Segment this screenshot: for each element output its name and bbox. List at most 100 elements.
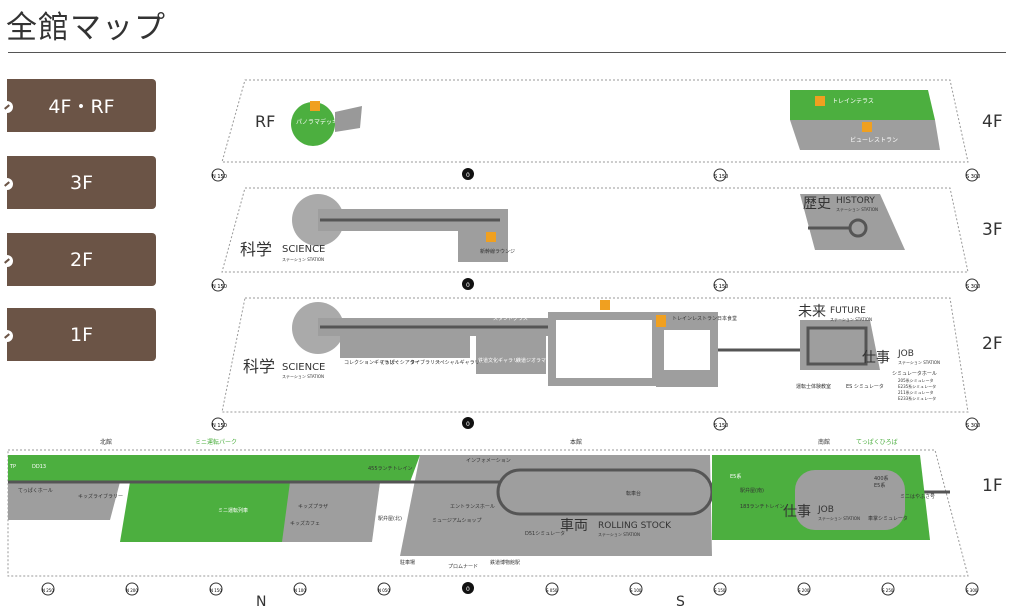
mini-hayabusa-label: ミニはやぶさ号 <box>900 493 935 500</box>
restaurant-inner <box>664 330 710 370</box>
floor-outline <box>221 297 969 413</box>
kids-plaza-area <box>282 482 380 542</box>
floor-button-4f-rf[interactable]: 4F・RF <box>1 79 156 132</box>
sim-list-item: 205系シミュレータ <box>898 377 934 383</box>
floor-label-4f: 4F <box>982 112 1003 132</box>
tick-label: S 150 <box>714 174 728 180</box>
panorama-deck-area <box>291 102 335 146</box>
station-label: ステーション STATION <box>836 206 878 212</box>
job-station-area <box>795 470 905 530</box>
sim-list-item: E235系シミュレータ <box>898 383 936 389</box>
floor-button-label: 3F <box>69 171 94 194</box>
floor-outline <box>7 449 969 577</box>
job-label: 仕事 <box>862 350 890 366</box>
title-divider <box>8 52 1006 53</box>
es-sim-label: ES シミュレータ <box>846 383 884 390</box>
zero-marker <box>462 417 474 429</box>
train-terrace-area <box>790 90 935 120</box>
diorama-label: 鉄道ジオラマ <box>516 357 546 364</box>
arrow-icon <box>1 178 13 190</box>
promenade-label: プロムナード <box>448 564 478 570</box>
floor-button-label: 4F・RF <box>48 96 115 118</box>
restaurant-icon <box>862 122 872 132</box>
floor-label-rf: RF <box>255 112 275 131</box>
science-en: SCIENCE <box>282 244 325 255</box>
floor-label-3f: 3F <box>982 220 1003 240</box>
view-restaurant-label: ビューレストラン <box>850 136 898 144</box>
history-en: HISTORY <box>836 196 875 206</box>
kids-plaza-label: キッズプラザ <box>298 503 328 510</box>
e5-label: E5系 <box>730 473 741 480</box>
outdoor-label: 鉄道博物館駅 <box>490 559 520 566</box>
job-en: JOB <box>817 505 834 515</box>
turntable-label: 転車台 <box>626 490 641 497</box>
teppaku-hall-label: てっぱくホール <box>18 487 53 494</box>
floor-button-1f[interactable]: 1F <box>1 308 156 361</box>
station-label: ステーション STATION <box>830 316 872 322</box>
south-platform-area <box>712 455 790 540</box>
mini-park-label: ミニ運転パーク <box>195 438 237 446</box>
main-hall-label: 本館 <box>570 438 582 446</box>
driver-room-label: 運転士体験教室 <box>796 383 831 390</box>
tick-label: N 150 <box>212 423 227 429</box>
tick-label: N 250 <box>42 588 54 593</box>
tick-label: N 050 <box>378 588 390 593</box>
tick-label: N 150 <box>212 284 227 290</box>
panorama-deck-label: パノラマデッキ <box>296 118 338 126</box>
lounge-area <box>458 230 508 262</box>
floor-1f: 北館 ミニ運転パーク 本館 南館 てっぱくひろば TP DD13 てっぱくホール… <box>7 438 979 610</box>
lounge-label: 新幹線ラウンジ <box>480 248 515 255</box>
tick-label: S 100 <box>630 588 642 593</box>
zero-marker <box>462 582 474 594</box>
d51-sim-label: D51シミュレータ <box>525 530 565 537</box>
station-label: ステーション STATION <box>818 515 860 521</box>
collection-gallery-label: コレクションギャラリー <box>344 360 399 366</box>
e5b-label: E5系 <box>874 482 885 489</box>
kids-library-label: キッズライブラリー <box>78 493 123 500</box>
tick-label: S 200 <box>798 588 810 593</box>
tick-label: S 050 <box>546 588 558 593</box>
main-hall-area <box>400 455 712 556</box>
entrance-label: エントランスホール <box>450 504 495 510</box>
spot-icon <box>486 232 496 242</box>
tp-label: TP <box>9 464 16 470</box>
tick-label: 0 <box>466 172 470 179</box>
station-label: ステーション STATION <box>282 373 324 379</box>
mini-train-label: ミニ運転列車 <box>218 507 248 514</box>
station-label: ステーション STATION <box>282 256 324 262</box>
arrow-icon <box>1 101 13 113</box>
museum-shop-label: ミュージアムショップ <box>432 518 482 524</box>
track-loop <box>848 218 868 238</box>
tick-label: S 150 <box>714 423 728 429</box>
south-direction: S <box>676 594 685 610</box>
tick-label: 0 <box>466 586 470 593</box>
science-label: 科学 <box>240 240 272 259</box>
ekiben-south-label: 駅弁屋(南) <box>740 487 764 494</box>
page-title: 全館マップ <box>6 10 166 46</box>
sim-list-item: 211系シミュレータ <box>898 389 934 395</box>
tick-label: 0 <box>466 282 470 289</box>
history-timeline-inner <box>556 320 652 378</box>
kids-cafe-label: キッズカフェ <box>290 520 320 527</box>
teppaku-square-label: てっぱくひろば <box>856 438 898 446</box>
track-loop <box>806 326 868 366</box>
tick-label: 0 <box>466 421 470 428</box>
lunch-train-183-label: 183ランチトレイン <box>740 504 785 510</box>
sim-hall-label: シミュレータホール <box>892 370 937 377</box>
south-hall-label: 南館 <box>818 438 830 446</box>
sim-list-item: E233系シミュレータ <box>898 395 936 401</box>
rolling-stock-label: 車両 <box>560 517 588 534</box>
zero-marker <box>462 278 474 290</box>
rolling-stock-en: ROLLING STOCK <box>598 521 672 531</box>
diorama-area <box>476 334 546 374</box>
north-park-strip <box>8 455 420 482</box>
floor-button-2f[interactable]: 2F <box>1 233 156 286</box>
floor-3f: 新幹線ラウンジ 科学 SCIENCE ステーション STATION 歴史 HIS… <box>211 187 980 292</box>
tick-label: N 150 <box>212 174 227 180</box>
tick-label: N 150 <box>210 588 222 593</box>
job-en: JOB <box>897 349 914 359</box>
tick-label: S 250 <box>882 588 894 593</box>
series-400-label: 400系 <box>874 475 889 482</box>
floor-button-3f[interactable]: 3F <box>1 156 156 209</box>
